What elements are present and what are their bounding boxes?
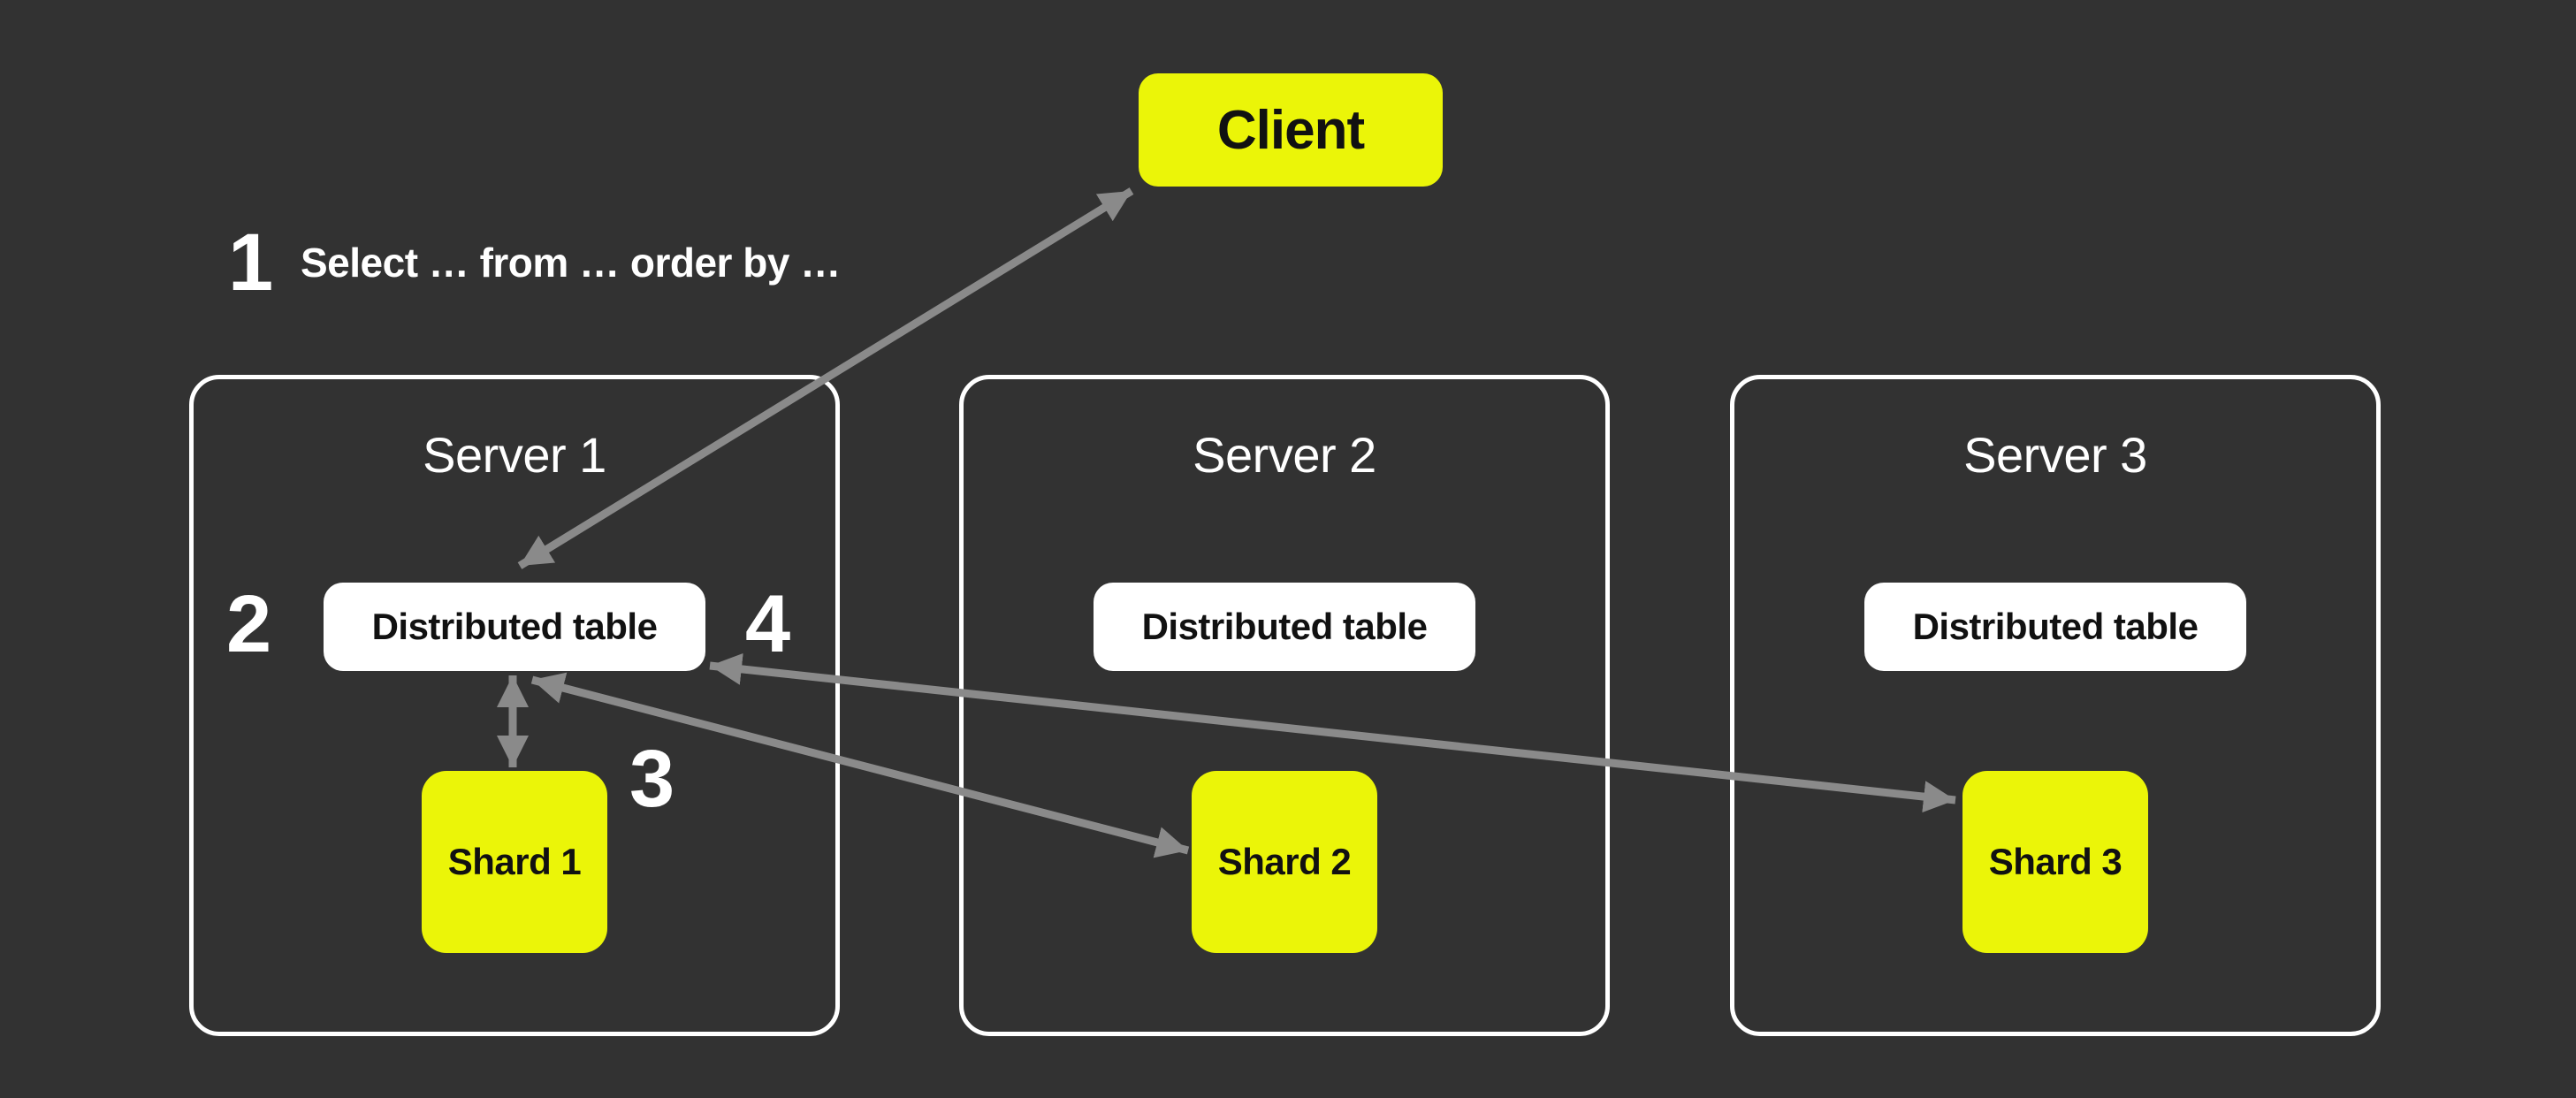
server-3-distributed-table-label: Distributed table <box>1912 606 2199 647</box>
server-1-distributed-table-label: Distributed table <box>371 606 658 647</box>
client-label: Client <box>1216 99 1365 161</box>
server-1-shard-box: Shard 1 <box>422 771 607 953</box>
server-2-title: Server 2 <box>1193 427 1376 483</box>
step-4-number: 4 <box>745 579 790 669</box>
step-1-number: 1 <box>228 217 273 308</box>
query-text: Select … from … order by … <box>301 240 841 286</box>
step-2-number: 2 <box>226 579 271 669</box>
server-2-shard-label: Shard 2 <box>1217 841 1352 882</box>
server-2-shard-box: Shard 2 <box>1192 771 1377 953</box>
server-3-title: Server 3 <box>1963 427 2147 483</box>
server-3-shard-label: Shard 3 <box>1988 841 2123 882</box>
client-box: Client <box>1139 73 1443 187</box>
server-1-box: Server 1 Distributed table Shard 1 <box>189 375 840 1036</box>
server-1-shard-label: Shard 1 <box>447 841 582 882</box>
server-2-box: Server 2 Distributed table Shard 2 <box>959 375 1610 1036</box>
server-1-distributed-table-box: Distributed table <box>324 583 705 671</box>
server-2-distributed-table-label: Distributed table <box>1141 606 1428 647</box>
server-3-distributed-table-box: Distributed table <box>1864 583 2246 671</box>
server-3-shard-box: Shard 3 <box>1962 771 2148 953</box>
server-1-title: Server 1 <box>423 427 606 483</box>
server-3-box: Server 3 Distributed table Shard 3 <box>1730 375 2381 1036</box>
server-2-distributed-table-box: Distributed table <box>1094 583 1475 671</box>
